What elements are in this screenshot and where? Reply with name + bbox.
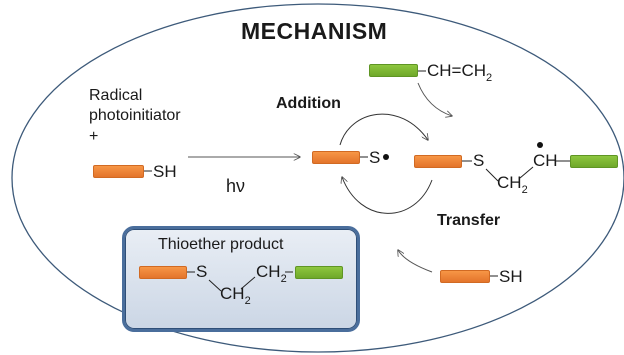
transfer-label: Transfer — [437, 212, 501, 229]
product-green-bar — [295, 266, 343, 279]
light-label: hν — [226, 176, 246, 196]
product-title: Thioether product — [158, 236, 284, 253]
bond-int-2 — [485, 168, 499, 182]
intermediate-ch2-sub: 2 — [521, 184, 528, 196]
intermediate-s-label: S — [473, 151, 485, 170]
intermediate-radical-dot — [537, 142, 543, 148]
radical-dot — [383, 154, 389, 160]
intermediate-ch2-text: CH — [497, 173, 522, 192]
intermediate-green-bar — [570, 155, 618, 168]
product-bonds — [186, 271, 293, 292]
product-ch2a-label: CH2 — [220, 284, 251, 307]
product-ch2b-text: CH — [256, 262, 281, 281]
alkene-label: CH=CH2 — [427, 61, 493, 84]
product-orange-bar — [139, 266, 187, 279]
thiol-arrow — [398, 250, 433, 273]
product-ch2a-sub: 2 — [244, 295, 251, 307]
addition-label: Addition — [276, 95, 341, 112]
addition-arc — [339, 113, 428, 146]
initiator-plus: + — [89, 128, 99, 145]
intermediate-ch-label: CH — [533, 151, 558, 170]
bond-int-3 — [519, 166, 534, 179]
product-ch2a-text: CH — [220, 284, 245, 303]
product-ch2b-sub: 2 — [280, 273, 287, 285]
product-ch2b-label: CH2 — [256, 262, 287, 285]
product-box: Thioether product S CH2 CH2 — [122, 226, 360, 332]
bond-prod-2 — [208, 279, 222, 292]
intermediate-chain-bar — [414, 155, 462, 168]
alkene-sub: 2 — [486, 72, 493, 84]
thiol-sh-label: SH — [153, 162, 177, 181]
thiol-chain-bar — [93, 165, 144, 178]
page-title: MECHANISM — [241, 18, 388, 44]
radical-chain-bar — [312, 151, 360, 164]
thiol2-sh-label: SH — [499, 267, 523, 286]
outer-oval — [11, 3, 624, 353]
bond-prod-3 — [240, 276, 256, 290]
initiator-line2: photoinitiator — [89, 107, 181, 124]
alkene-chain-bar — [369, 64, 418, 77]
transfer-arc — [342, 177, 433, 214]
intermediate-ch2-label: CH2 — [497, 173, 528, 196]
alkene-text: CH=CH — [427, 61, 487, 80]
product-s-label: S — [196, 262, 208, 281]
thiol2-chain-bar — [440, 270, 490, 283]
initiator-line1: Radical — [89, 87, 143, 104]
alkene-arrow — [417, 82, 452, 116]
radical-s-label: S — [369, 148, 381, 167]
